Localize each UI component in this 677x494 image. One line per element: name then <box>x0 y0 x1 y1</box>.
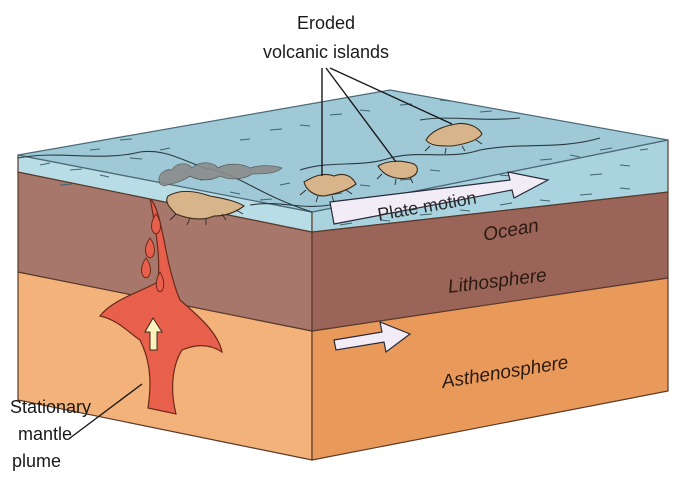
plume-label-line3: plume <box>12 451 61 471</box>
eroded-islands-label-line1: Eroded <box>297 13 355 33</box>
eroded-islands-label-line2: volcanic islands <box>263 42 389 62</box>
plume-label-line2: mantle <box>18 424 72 444</box>
plume-label-line1: Stationary <box>10 397 91 417</box>
